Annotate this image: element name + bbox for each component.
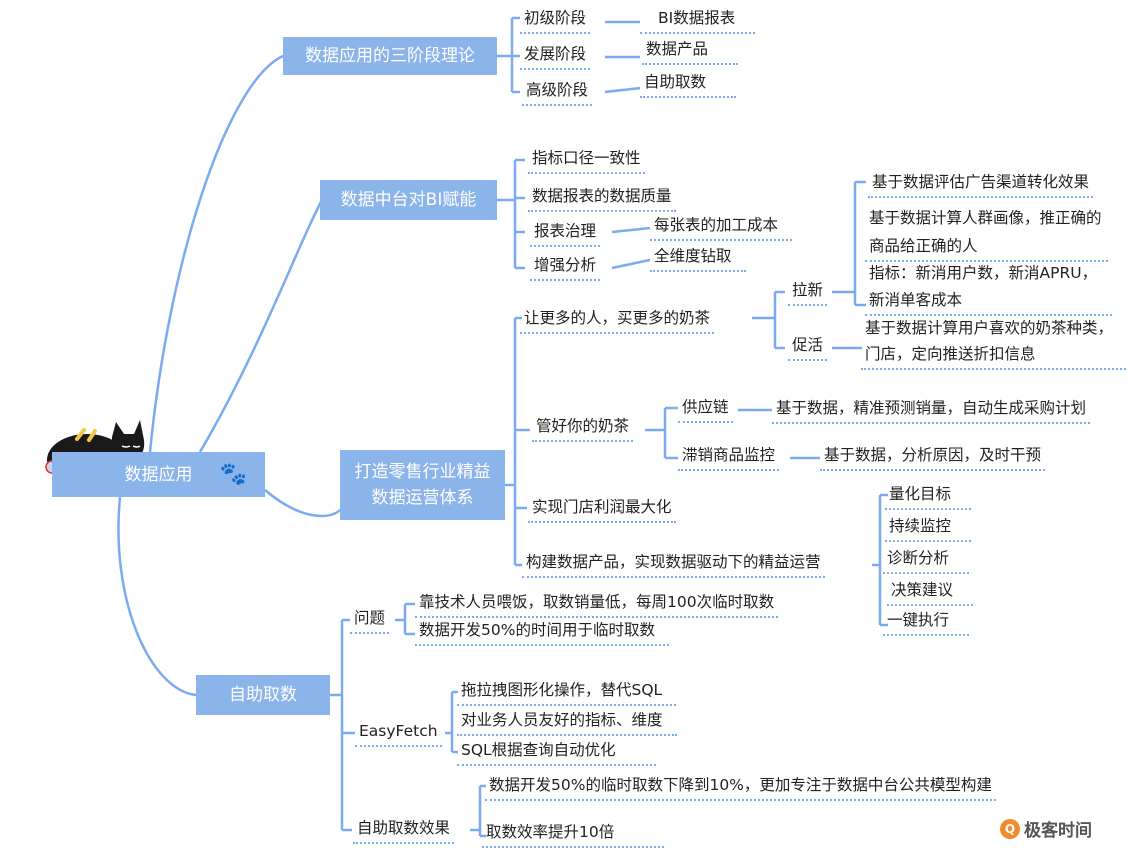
- node[interactable]: 基于数据，精准预测销量，自动生成采购计划: [772, 396, 1091, 424]
- node[interactable]: 数据开发50%的时间用于临时取数: [415, 618, 669, 646]
- node[interactable]: 持续监控: [885, 514, 972, 542]
- node[interactable]: 数据产品: [642, 37, 739, 65]
- node[interactable]: 促活: [788, 333, 828, 361]
- node[interactable]: 靠技术人员喂饭，取数销量低，每周100次临时取数: [415, 590, 779, 618]
- node[interactable]: 问题: [350, 606, 390, 634]
- branch-bi[interactable]: 数据中台对BI赋能: [320, 180, 497, 220]
- node[interactable]: 拉新: [788, 278, 828, 306]
- node[interactable]: 发展阶段: [520, 42, 591, 70]
- paw-icon: 🐾: [219, 462, 247, 487]
- node[interactable]: 决策建议: [887, 578, 974, 606]
- node[interactable]: 高级阶段: [522, 78, 593, 106]
- branch-retail[interactable]: 打造零售行业精益数据运营体系: [340, 450, 505, 520]
- node[interactable]: 自助取数: [640, 70, 737, 98]
- branch-stages[interactable]: 数据应用的三阶段理论: [283, 37, 497, 75]
- branch-label: 数据中台对BI赋能: [340, 190, 477, 210]
- node[interactable]: 量化目标: [885, 482, 972, 510]
- root-label: 数据应用: [124, 464, 193, 485]
- node[interactable]: 供应链: [678, 395, 733, 423]
- node[interactable]: 取数效率提升10倍: [482, 820, 665, 848]
- node[interactable]: 基于数据计算用户喜欢的奶茶种类，: [865, 319, 1114, 337]
- node[interactable]: 指标口径一致性: [528, 146, 645, 174]
- node[interactable]: 数据开发50%的临时取数下降到10%，更加专注于数据中台公共模型构建: [485, 773, 996, 801]
- node[interactable]: 基于数据计算人群画像，推正确的: [869, 209, 1102, 227]
- node[interactable]: 自助取数效果: [353, 816, 455, 844]
- node[interactable]: 一键执行: [883, 608, 970, 636]
- root-node[interactable]: 数据应用 🐾: [52, 452, 265, 497]
- node[interactable]: SQL根据查询自动优化: [457, 738, 656, 766]
- node[interactable]: EasyFetch: [355, 719, 442, 747]
- node[interactable]: 诊断分析: [883, 546, 970, 574]
- node[interactable]: 基于数据评估广告渠道转化效果: [868, 170, 1094, 198]
- node[interactable]: 数据报表的数据质量: [528, 184, 676, 212]
- logo: Q 极客时间: [1000, 816, 1092, 841]
- node[interactable]: 拖拉拽图形化操作，替代SQL: [457, 678, 677, 706]
- node[interactable]: 新消单客成本: [865, 288, 1113, 316]
- node[interactable]: 每张表的加工成本: [650, 213, 793, 241]
- branch-self-service[interactable]: 自助取数: [196, 675, 330, 715]
- logo-text: 极客时间: [1024, 821, 1092, 841]
- node[interactable]: BI数据报表: [640, 6, 756, 34]
- node[interactable]: 基于数据，分析原因，及时干预: [820, 443, 1046, 471]
- node[interactable]: 报表治理: [530, 219, 601, 247]
- node[interactable]: 增强分析: [530, 253, 601, 281]
- branch-label: 打造零售行业精益数据运营体系: [354, 462, 491, 508]
- node[interactable]: 对业务人员友好的指标、维度: [457, 708, 677, 736]
- node[interactable]: 管好你的奶茶: [532, 414, 634, 442]
- node[interactable]: 门店，定向推送折扣信息: [861, 342, 1126, 370]
- branch-label: 数据应用的三阶段理论: [305, 46, 475, 66]
- node[interactable]: 构建数据产品，实现数据驱动下的精益运营: [522, 550, 825, 578]
- node[interactable]: 滞销商品监控: [678, 443, 780, 471]
- logo-icon: Q: [1000, 818, 1020, 839]
- node[interactable]: 指标：新消用户数，新消APRU，: [869, 264, 1098, 282]
- branch-label: 自助取数: [229, 685, 297, 705]
- node[interactable]: 初级阶段: [520, 6, 591, 34]
- node[interactable]: 全维度钻取: [650, 244, 746, 272]
- node[interactable]: 商品给正确的人: [865, 234, 1108, 262]
- node[interactable]: 让更多的人，买更多的奶茶: [520, 306, 715, 334]
- node[interactable]: 实现门店利润最大化: [528, 495, 676, 523]
